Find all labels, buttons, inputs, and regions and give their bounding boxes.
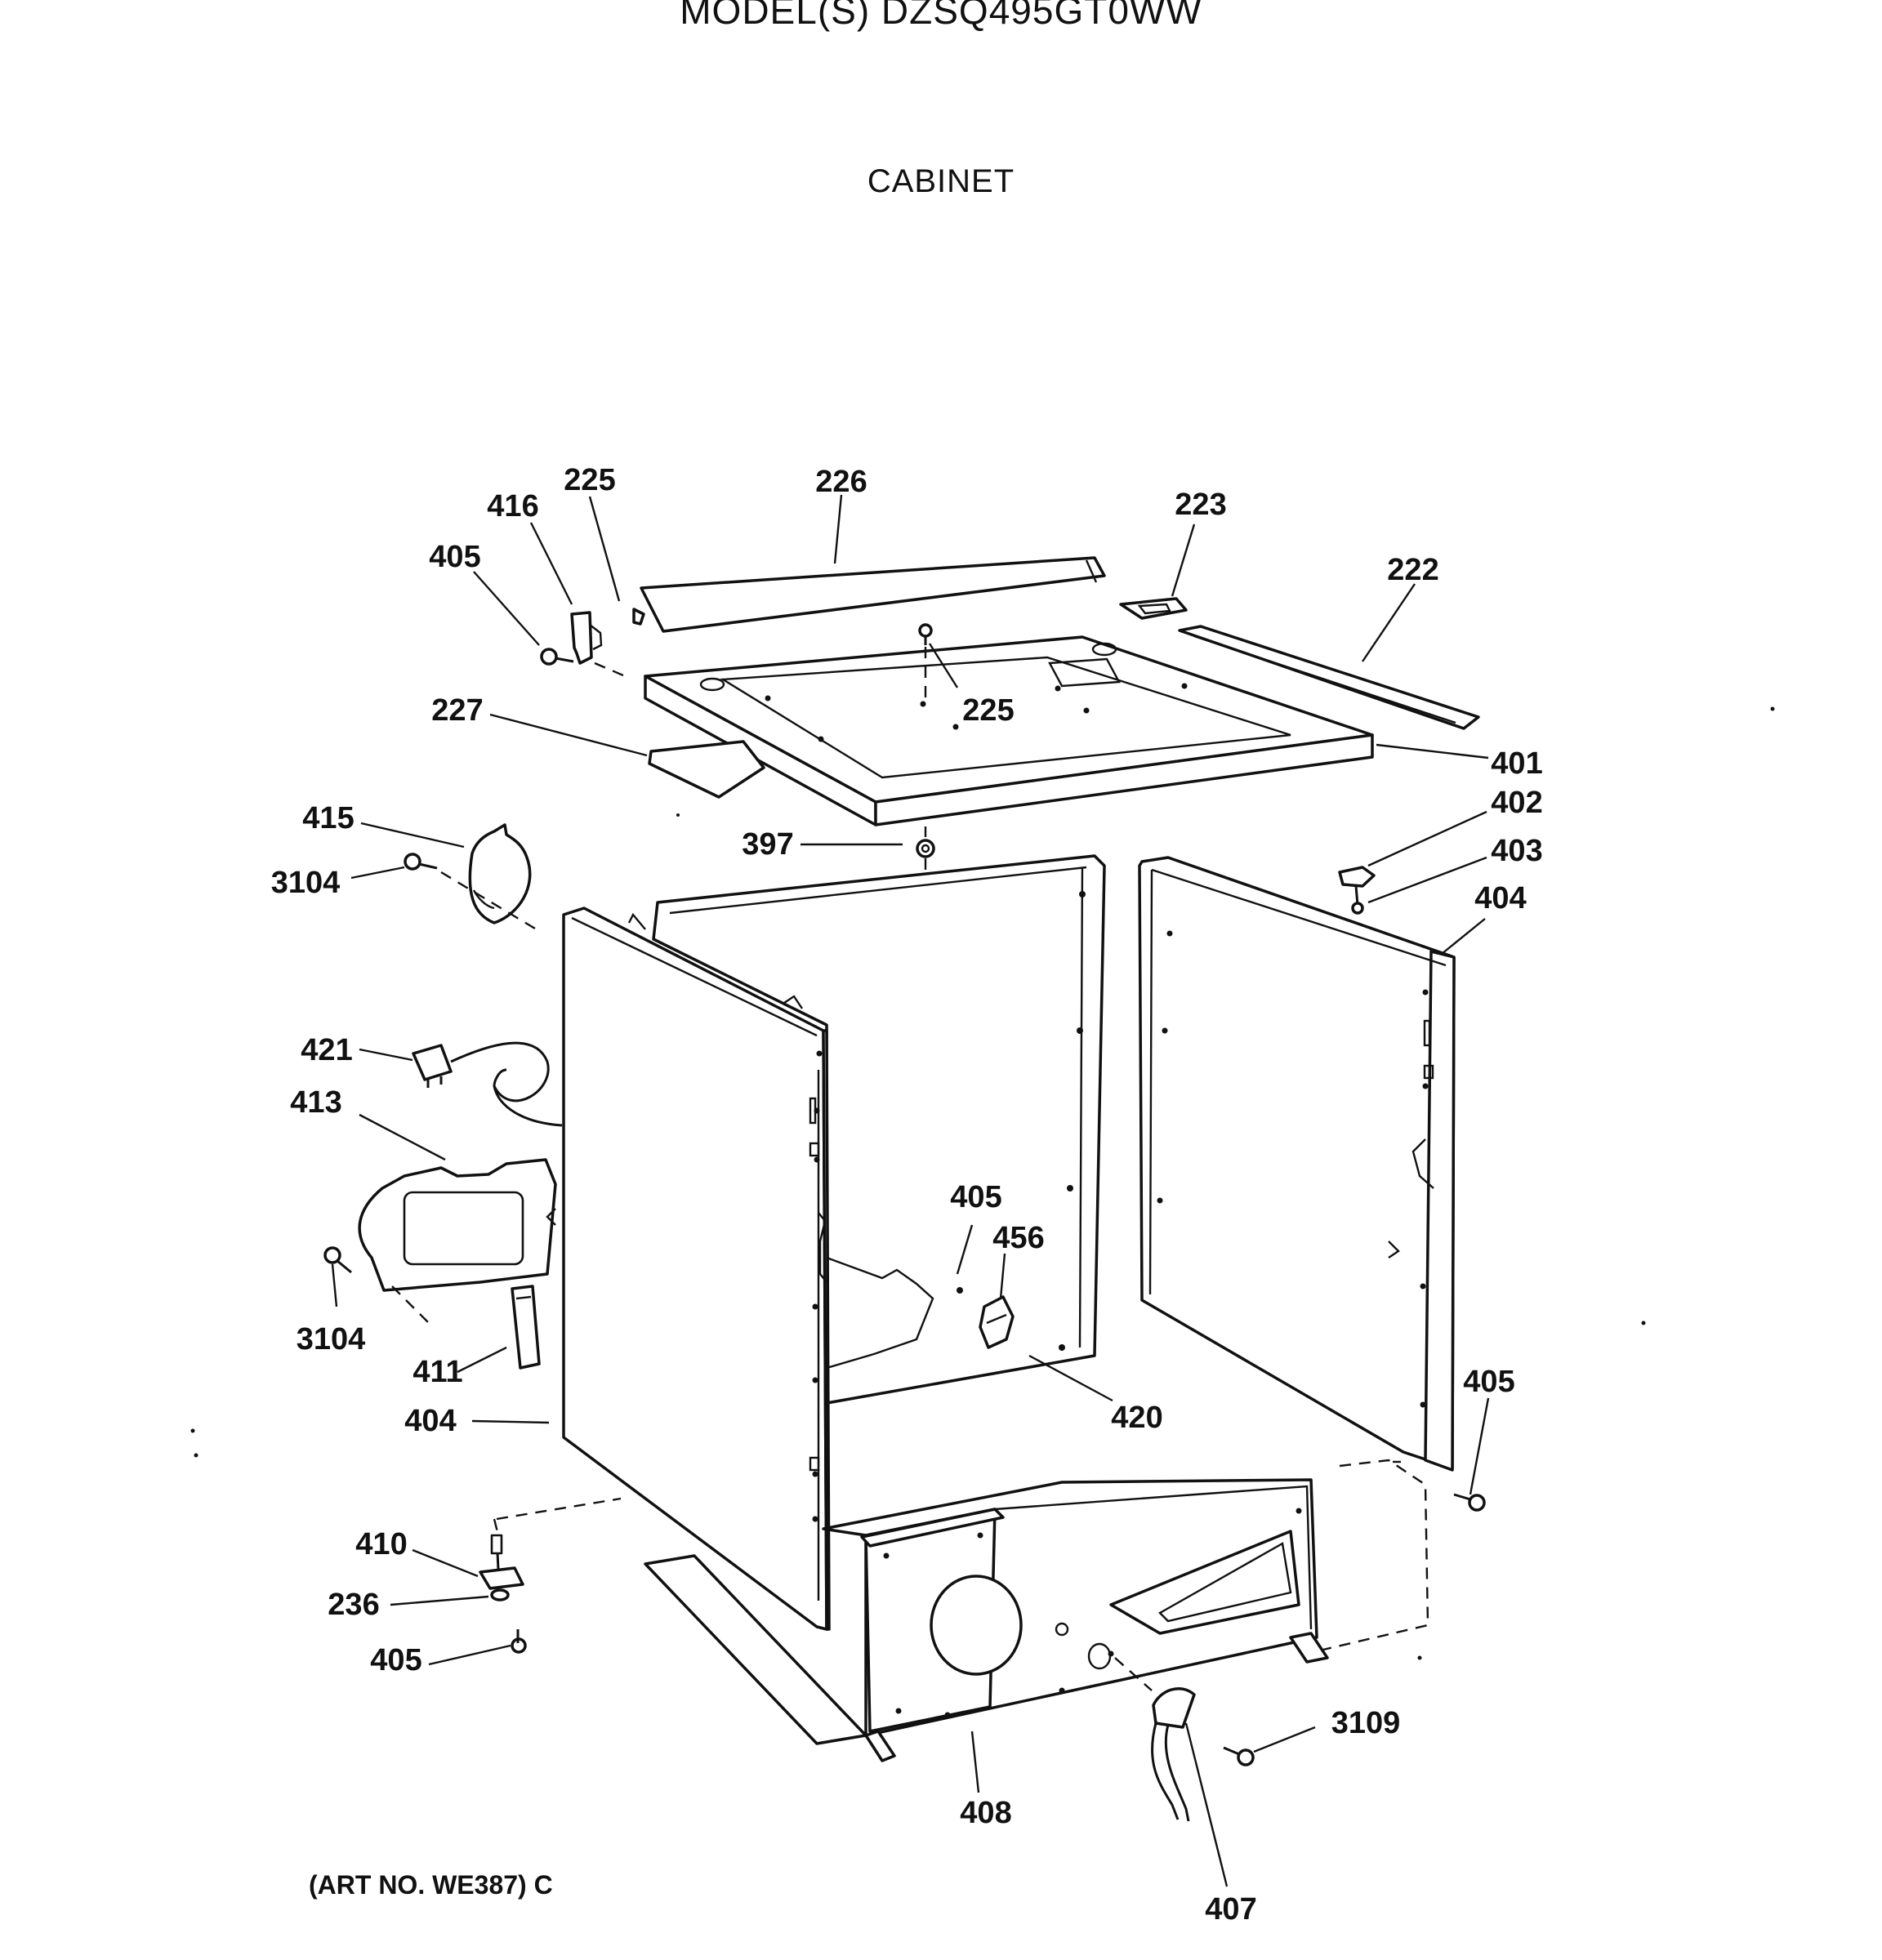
part-405-screw-top <box>540 648 574 666</box>
callout-402: 402 <box>1491 786 1542 820</box>
part-222-rear-strip <box>1178 625 1480 730</box>
part-403-washer <box>1351 902 1364 915</box>
part-407-harness <box>1151 1686 1196 1822</box>
callout-404-left: 404 <box>404 1404 456 1438</box>
part-420-rear-panel <box>652 854 1106 1405</box>
callout-404-right: 404 <box>1474 881 1526 915</box>
callout-401: 401 <box>1491 746 1542 781</box>
callout-3104-upper: 3104 <box>271 866 341 900</box>
callout-236: 236 <box>328 1588 379 1622</box>
part-397-nut <box>916 839 935 858</box>
part-404-left-side-panel <box>562 906 831 1631</box>
callout-413: 413 <box>290 1085 341 1120</box>
callout-225-b: 225 <box>962 693 1014 728</box>
callout-226: 226 <box>815 465 867 499</box>
part-405-screw-right <box>1453 1493 1486 1512</box>
callout-405-right: 405 <box>1463 1365 1514 1399</box>
callout-405-mid: 405 <box>950 1180 1001 1214</box>
callout-3104-lower: 3104 <box>297 1322 366 1356</box>
part-411-strap <box>511 1285 541 1370</box>
part-3104-screw-lower <box>323 1246 352 1274</box>
callout-420: 420 <box>1111 1401 1162 1435</box>
part-225-screw-b <box>918 623 933 645</box>
callout-416: 416 <box>487 489 538 523</box>
part-226-top-trim <box>640 556 1106 633</box>
part-3109-screw <box>1223 1746 1255 1766</box>
callout-222: 222 <box>1387 553 1438 587</box>
callout-223: 223 <box>1175 488 1226 522</box>
callout-410: 410 <box>355 1527 407 1561</box>
part-415-vent-cover <box>468 823 532 924</box>
callout-405-bottom: 405 <box>370 1643 421 1677</box>
callout-3109: 3109 <box>1331 1706 1401 1740</box>
part-421-power-cord <box>412 1041 563 1127</box>
part-404-right-side-panel <box>1138 856 1456 1472</box>
part-413-terminal-cover <box>358 1158 557 1292</box>
callout-405-top: 405 <box>429 540 480 574</box>
part-456-block <box>979 1295 1015 1349</box>
art-number: (ART NO. WE387) C <box>309 1870 553 1900</box>
callout-421: 421 <box>301 1033 352 1067</box>
model-title: MODEL(S) DZSQ495GT0WW <box>680 0 1202 32</box>
callout-407: 407 <box>1205 1892 1256 1927</box>
part-236-glide <box>490 1588 510 1601</box>
callout-411: 411 <box>413 1355 462 1389</box>
part-227-filler <box>648 740 765 799</box>
callout-labels: 226 225 416 405 223 222 227 225 401 415 … <box>271 463 1543 1927</box>
callout-227: 227 <box>431 693 483 728</box>
part-408-base <box>644 1478 1329 1762</box>
part-416-bracket <box>570 611 603 665</box>
callout-397: 397 <box>742 827 793 862</box>
part-225-screw-a <box>632 608 645 626</box>
part-223-clip <box>1119 597 1188 620</box>
leader-lines <box>331 494 1490 1887</box>
part-410-leveling-leg <box>479 1534 524 1590</box>
callout-403: 403 <box>1491 834 1542 868</box>
part-401-top-panel <box>644 635 1374 826</box>
callout-408: 408 <box>960 1796 1011 1830</box>
part-402-glide <box>1338 866 1376 906</box>
callout-225-a: 225 <box>564 463 615 497</box>
callout-415: 415 <box>302 801 354 835</box>
part-405-screw-bottom-left <box>511 1629 527 1654</box>
section-title: CABINET <box>867 163 1015 199</box>
callout-456: 456 <box>992 1221 1044 1255</box>
part-3104-screw-upper <box>404 853 438 871</box>
